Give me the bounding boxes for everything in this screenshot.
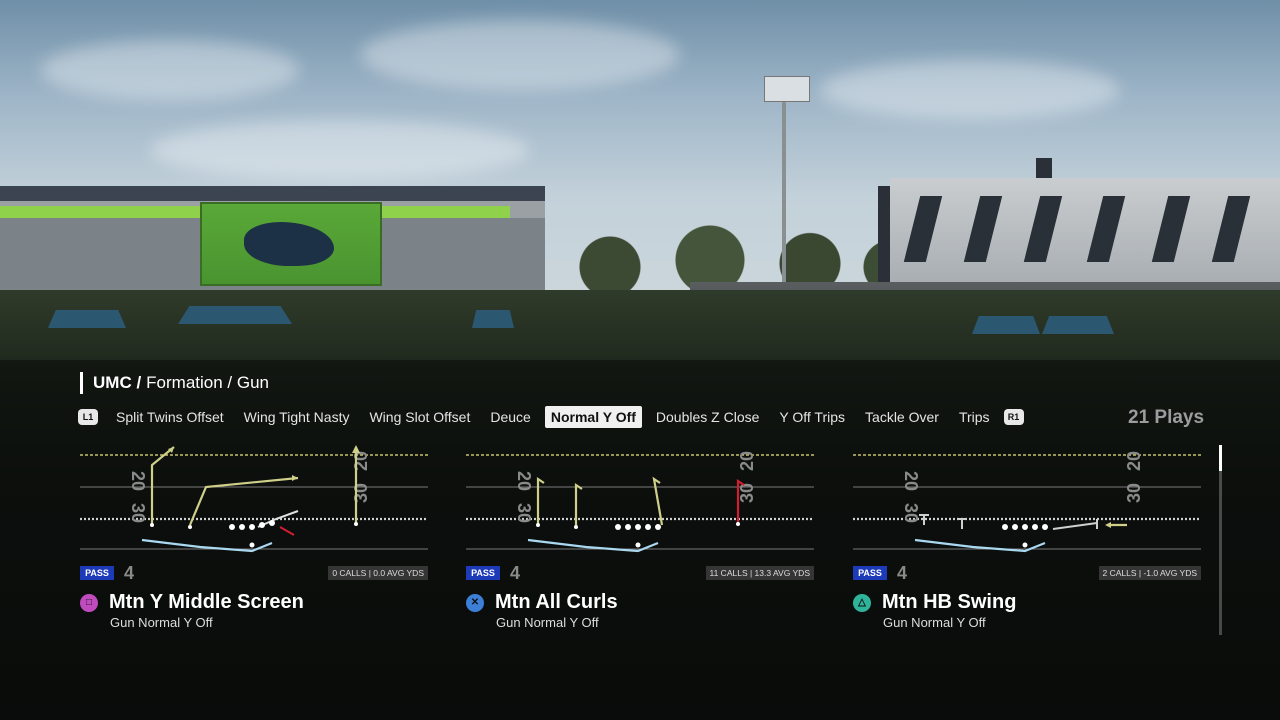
play-title: □ Mtn Y Middle Screen [80, 591, 304, 614]
sideline-tent [178, 306, 292, 324]
breadcrumb-league: UMC / [93, 373, 142, 392]
pass-badge: PASS [466, 566, 500, 580]
scrollbar-thumb[interactable] [1219, 445, 1222, 471]
play-stats: 0 CALLS | 0.0 AVG YDS [328, 566, 428, 580]
sideline-tent [472, 310, 514, 328]
tab-y-off-trips[interactable]: Y Off Trips [779, 409, 846, 425]
tab-normal-y-off[interactable]: Normal Y Off [544, 406, 642, 428]
cloud [40, 40, 300, 100]
tab-split-twins-offset[interactable]: Split Twins Offset [116, 409, 224, 425]
field-number: 4 [510, 563, 520, 583]
field-number: 30 [514, 503, 534, 523]
field-number: 20 [737, 451, 757, 471]
l1-button-icon[interactable]: L1 [78, 409, 98, 425]
play-diagram: 20 20 30 30 4 [466, 451, 814, 583]
video-board [200, 202, 382, 286]
light-pole [782, 95, 786, 285]
play-diagram: 20 20 30 30 4 [80, 445, 428, 583]
play-title: ✕ Mtn All Curls [466, 591, 618, 614]
field-number: 30 [351, 483, 371, 503]
pass-badge: PASS [853, 566, 887, 580]
sideline-tent [1042, 316, 1114, 334]
sideline-tent [972, 316, 1040, 334]
scrollbar-track[interactable] [1219, 445, 1222, 635]
play-diagram: 20 20 30 30 4 [853, 451, 1201, 583]
tab-doubles-z-close[interactable]: Doubles Z Close [655, 409, 760, 425]
play-formation: Gun Normal Y Off [110, 615, 213, 630]
field-number: 30 [737, 483, 757, 503]
play-title: △ Mtn HB Swing [853, 591, 1016, 614]
cloud [150, 120, 530, 180]
pass-badge: PASS [80, 566, 114, 580]
field-number: 20 [901, 471, 921, 491]
tab-tackle-over[interactable]: Tackle Over [865, 409, 939, 425]
field-number: 30 [901, 503, 921, 523]
breadcrumb: UMC / Formation / Gun [80, 372, 269, 394]
triangle-icon: △ [853, 593, 871, 612]
stadium-light [764, 76, 810, 102]
cloud [820, 60, 1120, 120]
play-name: Mtn HB Swing [882, 591, 1017, 613]
play-stats: 2 CALLS | -1.0 AVG YDS [1098, 566, 1201, 580]
formation-tabs: L1 Split Twins Offset Wing Tight Nasty W… [78, 404, 1218, 430]
team-logo-icon [244, 222, 334, 266]
play-name: Mtn Y Middle Screen [109, 591, 304, 613]
stadium-stand-right [890, 178, 1280, 283]
tab-wing-tight-nasty[interactable]: Wing Tight Nasty [243, 409, 350, 425]
tab-wing-slot-offset[interactable]: Wing Slot Offset [369, 409, 471, 425]
field-number: 4 [897, 563, 907, 583]
field-number: 20 [351, 451, 371, 471]
play-formation: Gun Normal Y Off [496, 615, 599, 630]
cross-icon: ✕ [466, 593, 484, 612]
play-stats: 11 CALLS | 13.3 AVG YDS [705, 566, 814, 580]
tab-deuce[interactable]: Deuce [490, 409, 531, 425]
sideline-tent [48, 310, 126, 328]
field-number: 30 [1124, 483, 1144, 503]
breadcrumb-path: Formation / Gun [146, 373, 269, 392]
field-number: 30 [128, 503, 148, 523]
square-icon: □ [80, 593, 98, 612]
field-number: 20 [514, 471, 534, 491]
plays-count: 21 Plays [1128, 407, 1205, 428]
field-number: 20 [128, 471, 148, 491]
play-formation: Gun Normal Y Off [883, 615, 986, 630]
cloud [360, 20, 680, 90]
r1-button-icon[interactable]: R1 [1003, 409, 1024, 425]
play-name: Mtn All Curls [495, 591, 618, 613]
field-number: 4 [124, 563, 134, 583]
tab-trips[interactable]: Trips [958, 409, 990, 425]
field-number: 20 [1124, 451, 1144, 471]
